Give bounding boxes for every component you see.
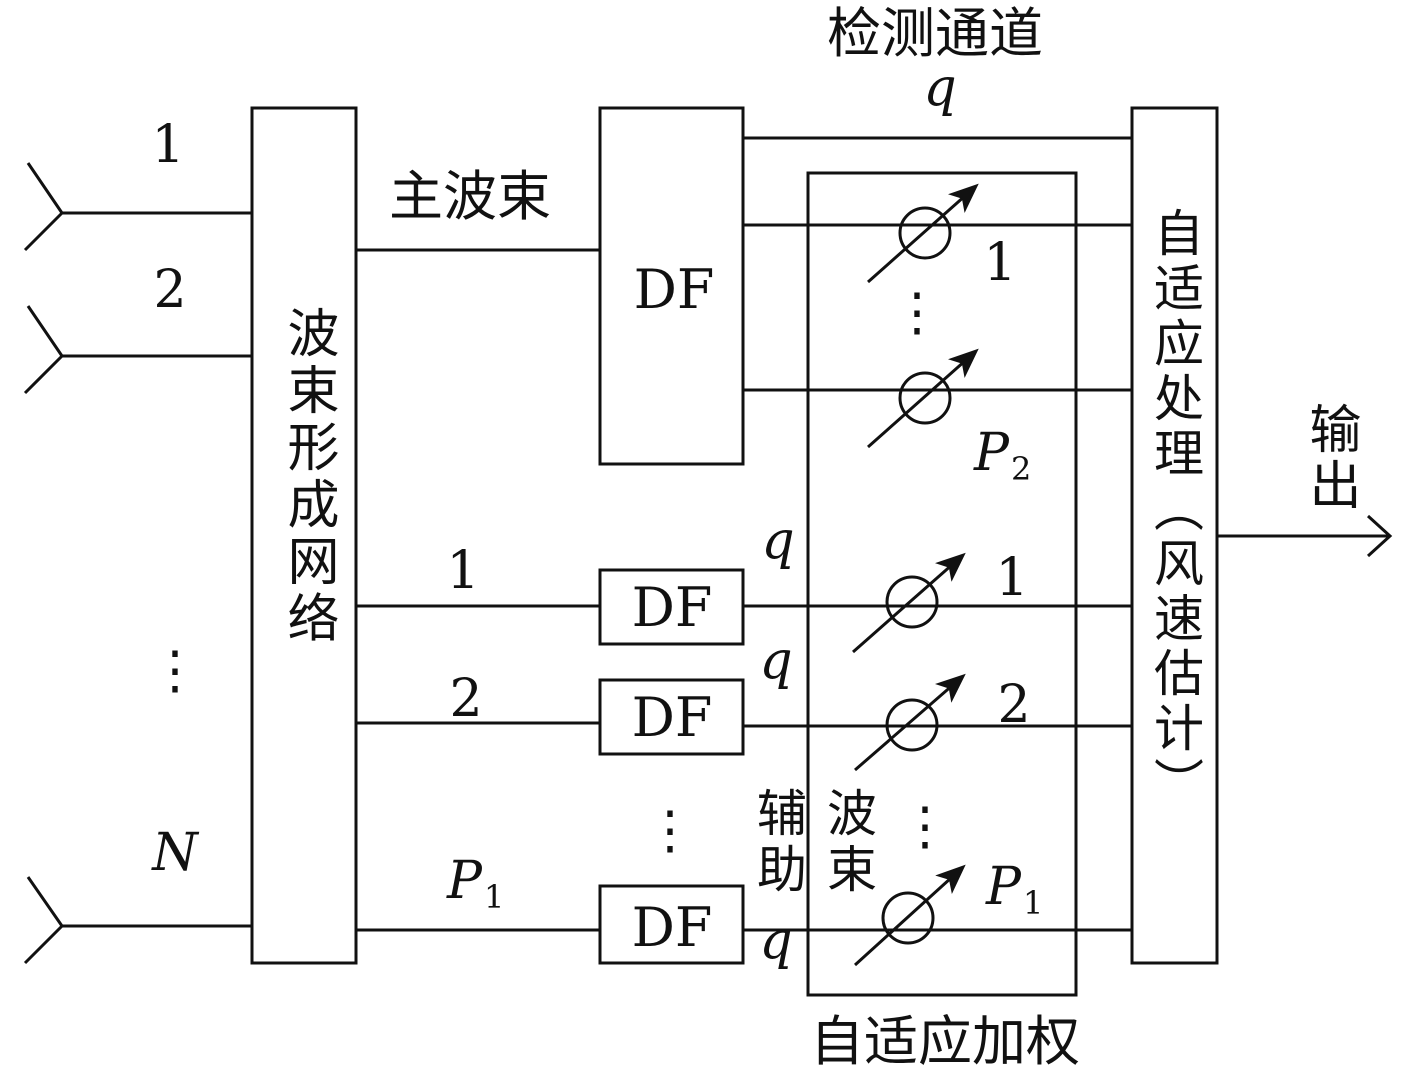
- main-weight-p2-var: P: [973, 423, 1010, 483]
- main-weight-1-symbol: [867, 183, 979, 284]
- weight-arrow: [867, 183, 979, 284]
- aux-weight-1-label: 1: [995, 548, 1028, 608]
- main-weight-p2-symbol: [867, 348, 979, 449]
- aux-weight-1-symbol: [852, 552, 966, 654]
- main-weights-ellipsis: ⋮: [891, 283, 943, 343]
- aux-beam-label-col1: 辅助: [749, 787, 807, 899]
- aux-beam-2-q: q: [759, 631, 792, 691]
- main-beam-label: 主波束: [389, 165, 551, 228]
- detection-channel-label: 检测通道: [827, 2, 1043, 65]
- aux-beam-label-col2: 波束: [819, 787, 877, 899]
- beamforming-network-label: 波束形成网络: [278, 306, 338, 648]
- beamforming-network-box: [250, 106, 358, 965]
- aux-weight-p1-sub: 1: [1023, 884, 1043, 922]
- detection-channel-q: q: [923, 58, 956, 118]
- weight-circle: [898, 371, 952, 425]
- weight-arrow: [852, 552, 966, 654]
- main-weight-1-label: 1: [983, 233, 1016, 293]
- aux-weight-p1-var: P: [985, 857, 1022, 917]
- antenna-ellipsis: ⋮: [149, 641, 201, 701]
- antenna-1-icon: [23, 162, 64, 252]
- adaptive-processor-label: 自适应处理（风速估计）: [1146, 207, 1204, 812]
- antenna-1-label: 1: [151, 115, 184, 175]
- aux-df-p1-box: [598, 884, 745, 965]
- aux-beam-2-label: 2: [449, 669, 482, 729]
- aux-beam-p1-sub: 1: [484, 878, 504, 916]
- main-df-box: [598, 106, 745, 466]
- weight-circle: [881, 891, 935, 945]
- antenna-n-label: N: [150, 823, 199, 883]
- main-weight-p2-label: P2: [973, 423, 1031, 488]
- antenna-2-icon: [23, 305, 64, 395]
- aux-weight-2-symbol: [854, 673, 966, 772]
- weight-circle: [898, 206, 952, 260]
- aux-df-1-label: DF: [632, 576, 713, 639]
- antenna-1: 1: [23, 115, 252, 252]
- aux-beam-p1-var: P: [446, 851, 483, 911]
- aux-beam-1-q: q: [761, 511, 794, 571]
- aux-df-ellipsis: ⋮: [644, 801, 696, 861]
- aux-weight-p1-symbol: [853, 864, 966, 967]
- aux-weights-ellipsis: ⋮: [899, 797, 951, 857]
- aux-beam-p1-label: P1: [446, 851, 504, 916]
- output-arrowhead-icon: [1366, 514, 1393, 558]
- aux-weight-p1-label: P1: [985, 857, 1043, 922]
- weight-circle: [885, 698, 939, 752]
- aux-df-2-label: DF: [632, 686, 713, 749]
- aux-df-p1-label: DF: [632, 896, 713, 959]
- aux-beam-1-label: 1: [446, 541, 479, 601]
- antenna-2-label: 2: [153, 260, 186, 320]
- weight-circle: [885, 575, 939, 629]
- antenna-2: 2: [23, 260, 252, 395]
- antenna-n: N: [23, 823, 252, 965]
- weight-arrow: [854, 673, 966, 772]
- output-label: 输出: [1300, 402, 1360, 514]
- main-weight-p2-sub: 2: [1011, 450, 1031, 488]
- aux-beam-p1-q: q: [759, 911, 792, 971]
- aux-df-2-box: [598, 678, 745, 756]
- main-df-label: DF: [634, 258, 715, 321]
- antenna-n-icon: [23, 876, 64, 965]
- weight-arrow: [853, 864, 966, 967]
- adaptive-weighting-label: 自适应加权: [810, 1010, 1080, 1073]
- aux-weight-2-label: 2: [997, 675, 1030, 735]
- adaptive-weighting-box: [806, 171, 1078, 997]
- weight-arrow: [867, 348, 979, 449]
